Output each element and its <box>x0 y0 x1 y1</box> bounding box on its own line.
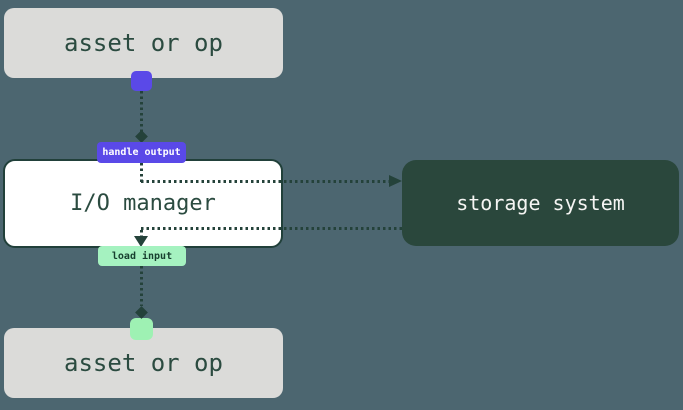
diamond-connector-icon <box>135 306 148 319</box>
asset-or-op-bottom-label: asset or op <box>64 349 223 377</box>
load-input-label: load input <box>111 250 173 262</box>
edge-input-vertical-line <box>140 266 143 306</box>
edge-from-storage-vertical-line <box>140 230 143 237</box>
handle-output-label: handle output <box>102 147 181 158</box>
input-port <box>130 318 153 340</box>
handle-output-badge: handle output <box>97 142 186 163</box>
arrowhead-down-icon <box>134 236 148 247</box>
arrowhead-right-icon <box>389 175 402 187</box>
edge-from-storage-horizontal-line <box>141 227 402 230</box>
io-manager-node: I/O manager <box>3 159 283 248</box>
load-input-badge: load input <box>98 246 186 266</box>
storage-system-node: storage system <box>402 160 679 246</box>
io-manager-label: I/O manager <box>70 191 216 216</box>
asset-or-op-top-label: asset or op <box>64 29 223 57</box>
asset-or-op-node-top: asset or op <box>4 8 283 78</box>
edge-to-storage-vertical-line <box>140 163 143 182</box>
storage-system-label: storage system <box>456 191 625 215</box>
output-port <box>131 71 152 91</box>
edge-output-vertical-line <box>140 91 143 132</box>
edge-to-storage-horizontal-line <box>141 180 389 183</box>
diamond-connector-icon <box>135 130 148 143</box>
